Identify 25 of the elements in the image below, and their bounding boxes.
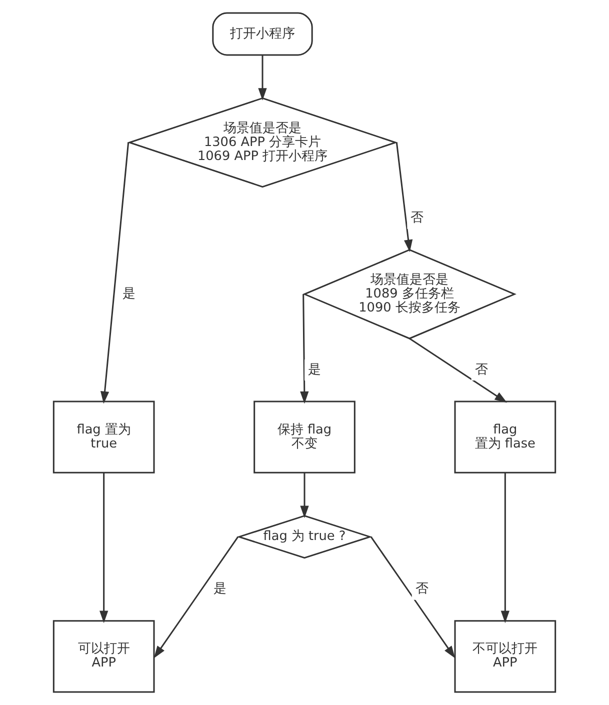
node-diamond: 场景值是否是 1306 APP 分享卡片 1069 APP 打开小程序 [127, 97, 398, 188]
node-diamond: flag 为 true ? [236, 515, 372, 559]
arrow [370, 536, 456, 658]
edge-label: 是 [214, 582, 226, 597]
edge-label: 是 [122, 286, 136, 302]
arrow [300, 294, 309, 404]
arrow [258, 55, 267, 100]
node-box: 可以打开 APP [52, 620, 155, 693]
arrow [100, 142, 130, 404]
node-diamond: 场景值是否是 1089 多任务栏 1090 长按多任务 [302, 249, 516, 340]
node-box: 保持 flag 不变 [254, 400, 356, 474]
node-box: flag 置为 true [52, 400, 155, 474]
arrow [154, 536, 239, 658]
edge-label: 否 [410, 210, 424, 226]
arrow [500, 472, 510, 624]
node-box: 打开小程序 [212, 12, 313, 56]
node-box: flag 置为 flase [454, 400, 556, 474]
edge-label: 否 [474, 362, 488, 378]
arrow [300, 472, 309, 518]
edge-label: 否 [415, 582, 428, 597]
node-box: 不可以打开 APP [454, 620, 556, 693]
arrow [409, 338, 508, 403]
arrow [100, 472, 108, 624]
arrow [396, 142, 413, 252]
edge-label: 是 [308, 362, 321, 378]
